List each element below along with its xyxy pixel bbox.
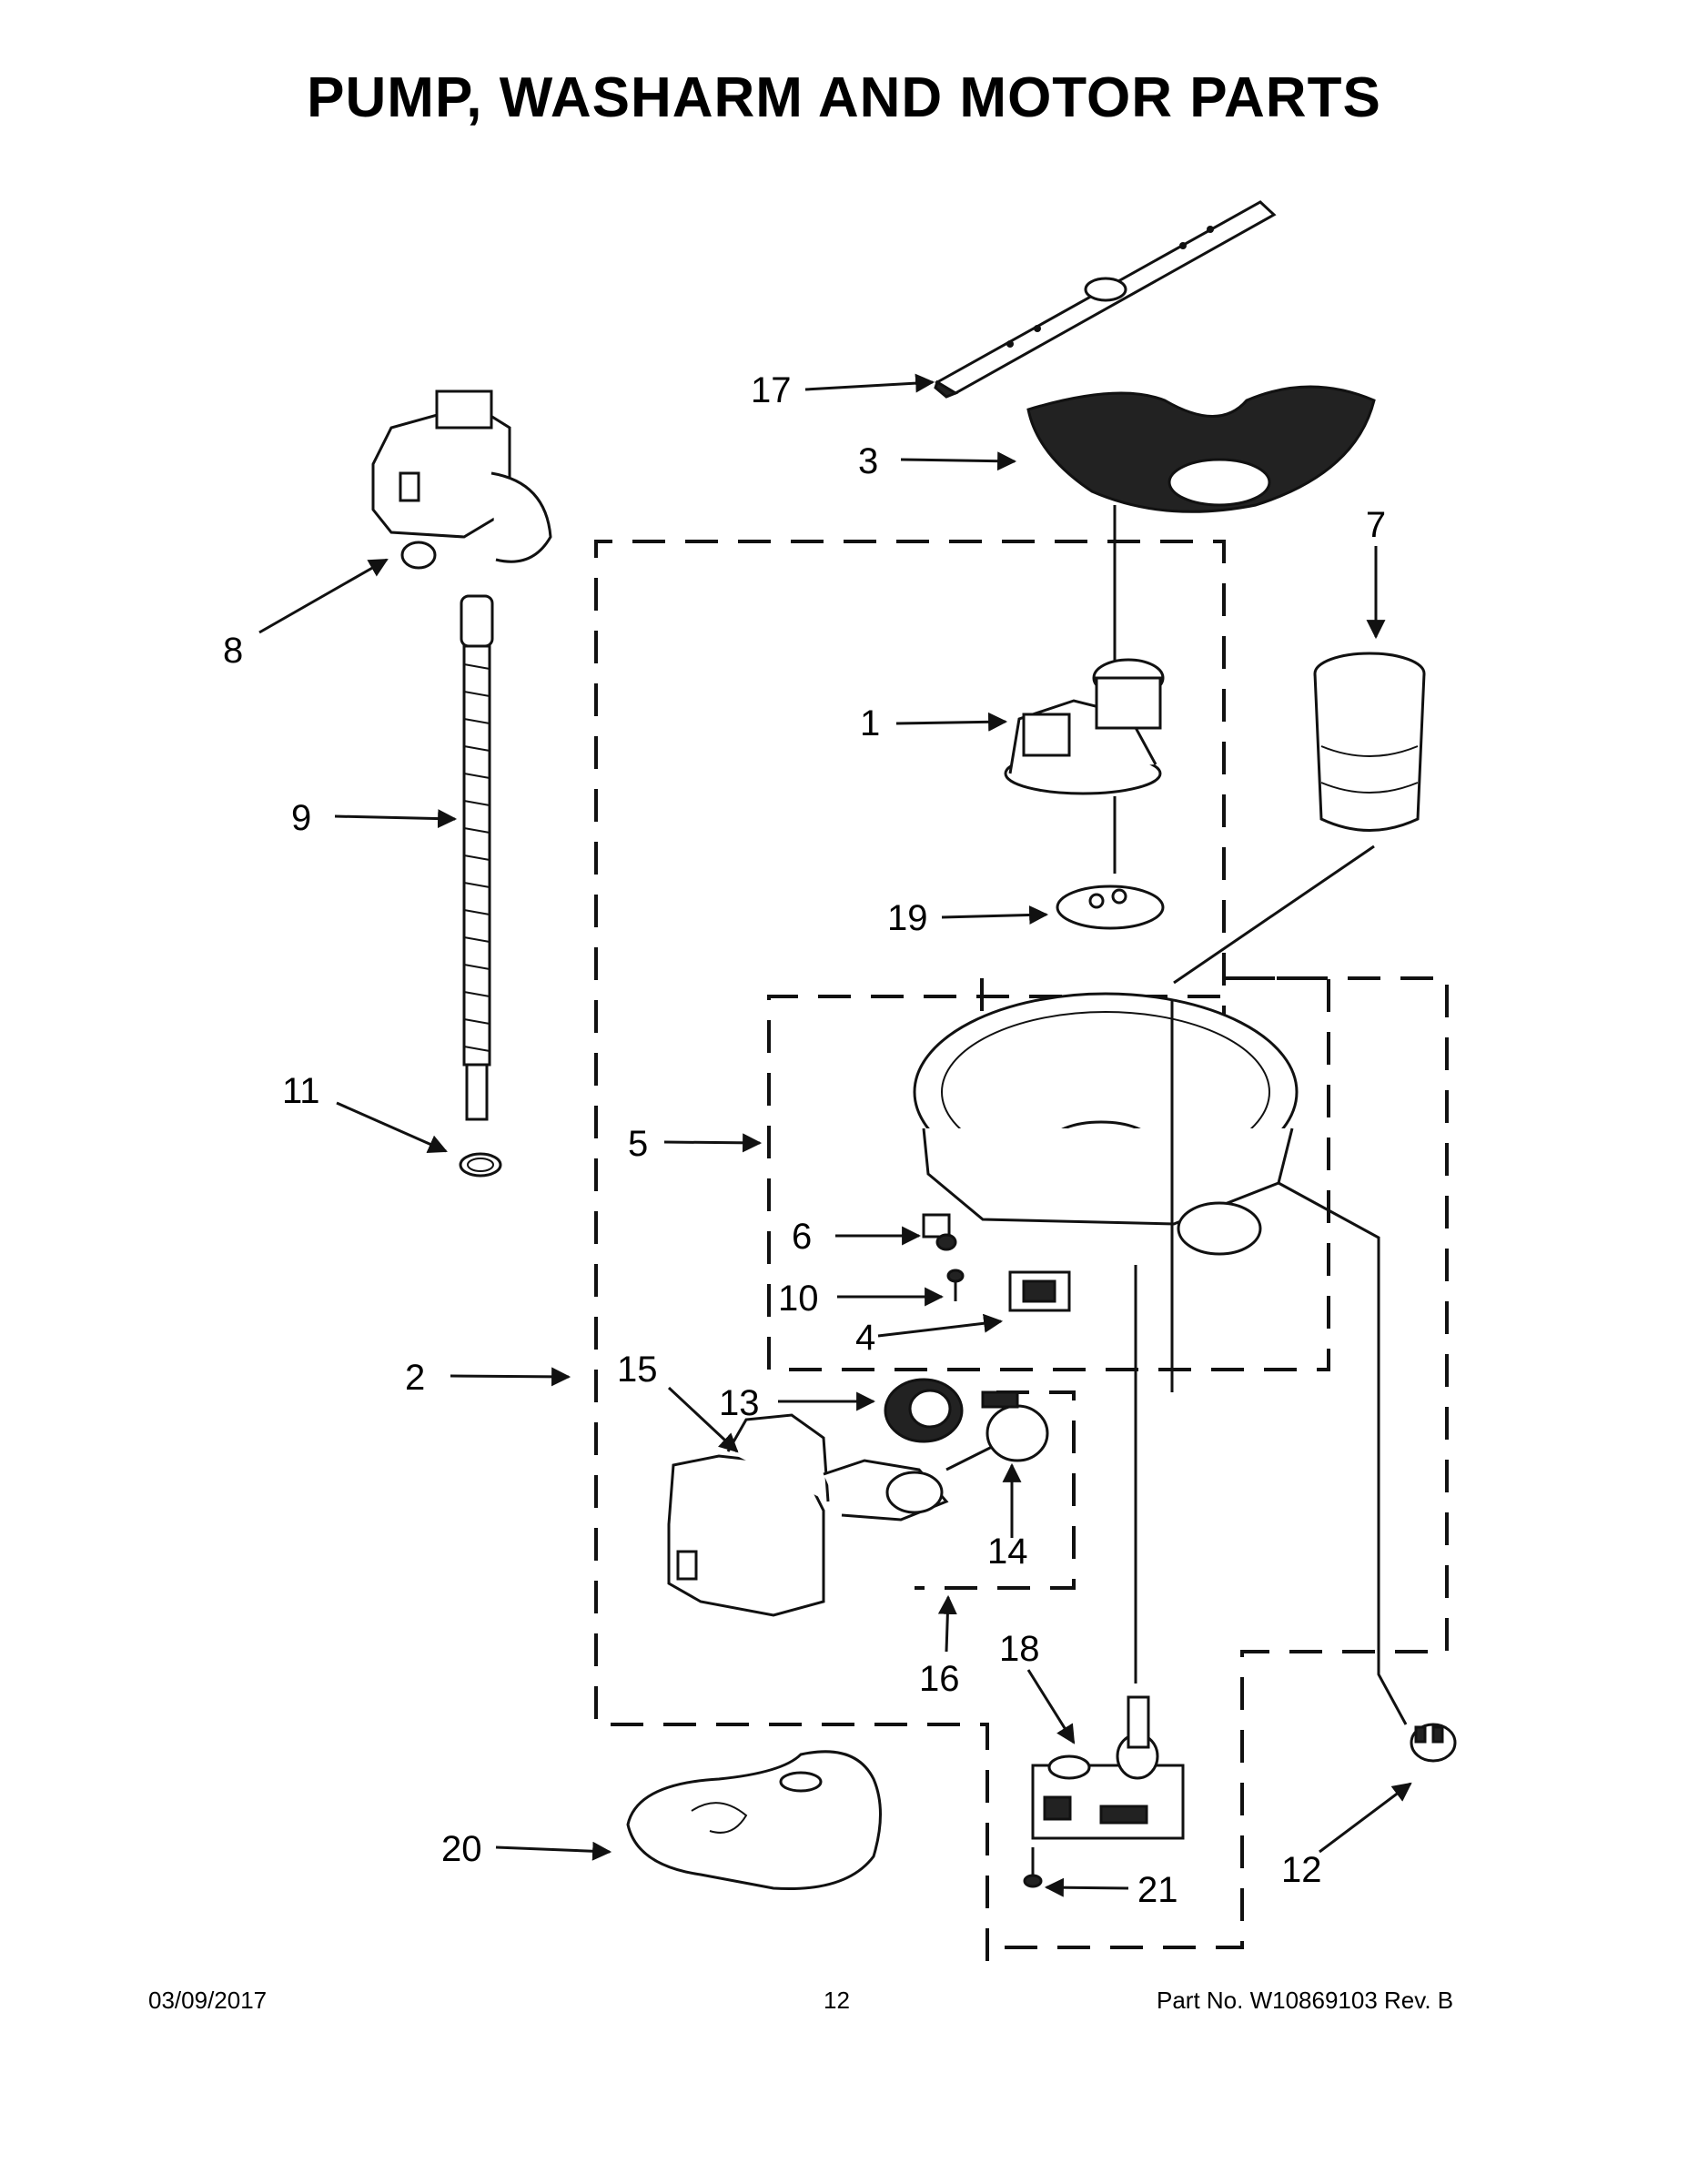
callout-11: 11 (282, 1071, 320, 1111)
assembly-16-outline (915, 1390, 1076, 1590)
callout-21: 21 (1137, 1870, 1178, 1910)
footer-part-number: Part No. W10869103 Rev. B (1157, 1987, 1454, 2014)
page-title: PUMP, WASHARM AND MOTOR PARTS (307, 66, 1381, 129)
arrow-4 (877, 1313, 1004, 1338)
callout-10: 10 (778, 1279, 819, 1319)
screw-21 (1023, 1847, 1043, 1888)
callout-18: 18 (999, 1629, 1040, 1669)
callout-17: 17 (751, 370, 792, 410)
arrow-16 (937, 1594, 957, 1653)
arrow-5 (663, 1133, 763, 1153)
callout-12: 12 (1281, 1850, 1322, 1890)
footer-page-number: 12 (824, 1987, 850, 2014)
callout-9: 9 (291, 798, 311, 838)
diverter-valve (1031, 1695, 1185, 1840)
callout-19: 19 (887, 898, 928, 938)
callout-7: 7 (1366, 505, 1386, 545)
callout-5: 5 (628, 1124, 648, 1164)
callout-20: 20 (441, 1829, 482, 1869)
arrow-18 (1026, 1669, 1076, 1744)
callout-15: 15 (617, 1350, 658, 1390)
arrow-8 (258, 558, 389, 634)
callout-2: 2 (405, 1358, 425, 1398)
drain-hose (460, 594, 494, 1121)
footer-date: 03/09/2017 (148, 1987, 268, 2014)
assembly-12-outline (987, 976, 1449, 1949)
callout-labels: 17 3 7 8 9 1 19 11 5 6 10 4 2 15 13 14 1… (223, 370, 1386, 1910)
callout-8: 8 (223, 631, 243, 671)
assembly-5-outline (767, 976, 1330, 1371)
arrow-20 (495, 1841, 612, 1861)
callout-3: 3 (858, 441, 878, 481)
callout-13: 13 (719, 1383, 760, 1423)
pump-housing-part (1004, 658, 1165, 874)
seal-and-clamp (884, 1378, 1049, 1471)
circulation-pump-motor (667, 1413, 949, 1617)
arrow-9 (334, 809, 458, 829)
arrow-3 (900, 451, 1017, 471)
filter-basket (1173, 652, 1426, 985)
callout-4: 4 (855, 1318, 875, 1358)
arrow-17 (804, 373, 935, 393)
callout-6: 6 (792, 1217, 812, 1257)
small-fittings (922, 1213, 1071, 1312)
hose-clamp (459, 1152, 502, 1178)
drain-pump (371, 389, 552, 570)
callout-14: 14 (987, 1532, 1028, 1572)
callout-arrows (258, 373, 1412, 1897)
arrow-2 (450, 1367, 571, 1387)
arrow-1 (895, 712, 1008, 732)
arrow-19 (941, 905, 1049, 925)
sump-base (913, 992, 1408, 1725)
arrow-21 (1044, 1877, 1129, 1897)
sump-cover (626, 1750, 882, 1891)
arrow-12 (1319, 1782, 1412, 1854)
arrow-11 (336, 1101, 448, 1153)
callout-16: 16 (919, 1659, 960, 1699)
arrow-15 (667, 1386, 739, 1453)
spray-shield (1026, 385, 1376, 692)
callout-1: 1 (860, 703, 880, 743)
check-disc (1056, 885, 1165, 930)
thermistor-sensor (1410, 1723, 1457, 1763)
upper-spray-arm (934, 200, 1277, 399)
